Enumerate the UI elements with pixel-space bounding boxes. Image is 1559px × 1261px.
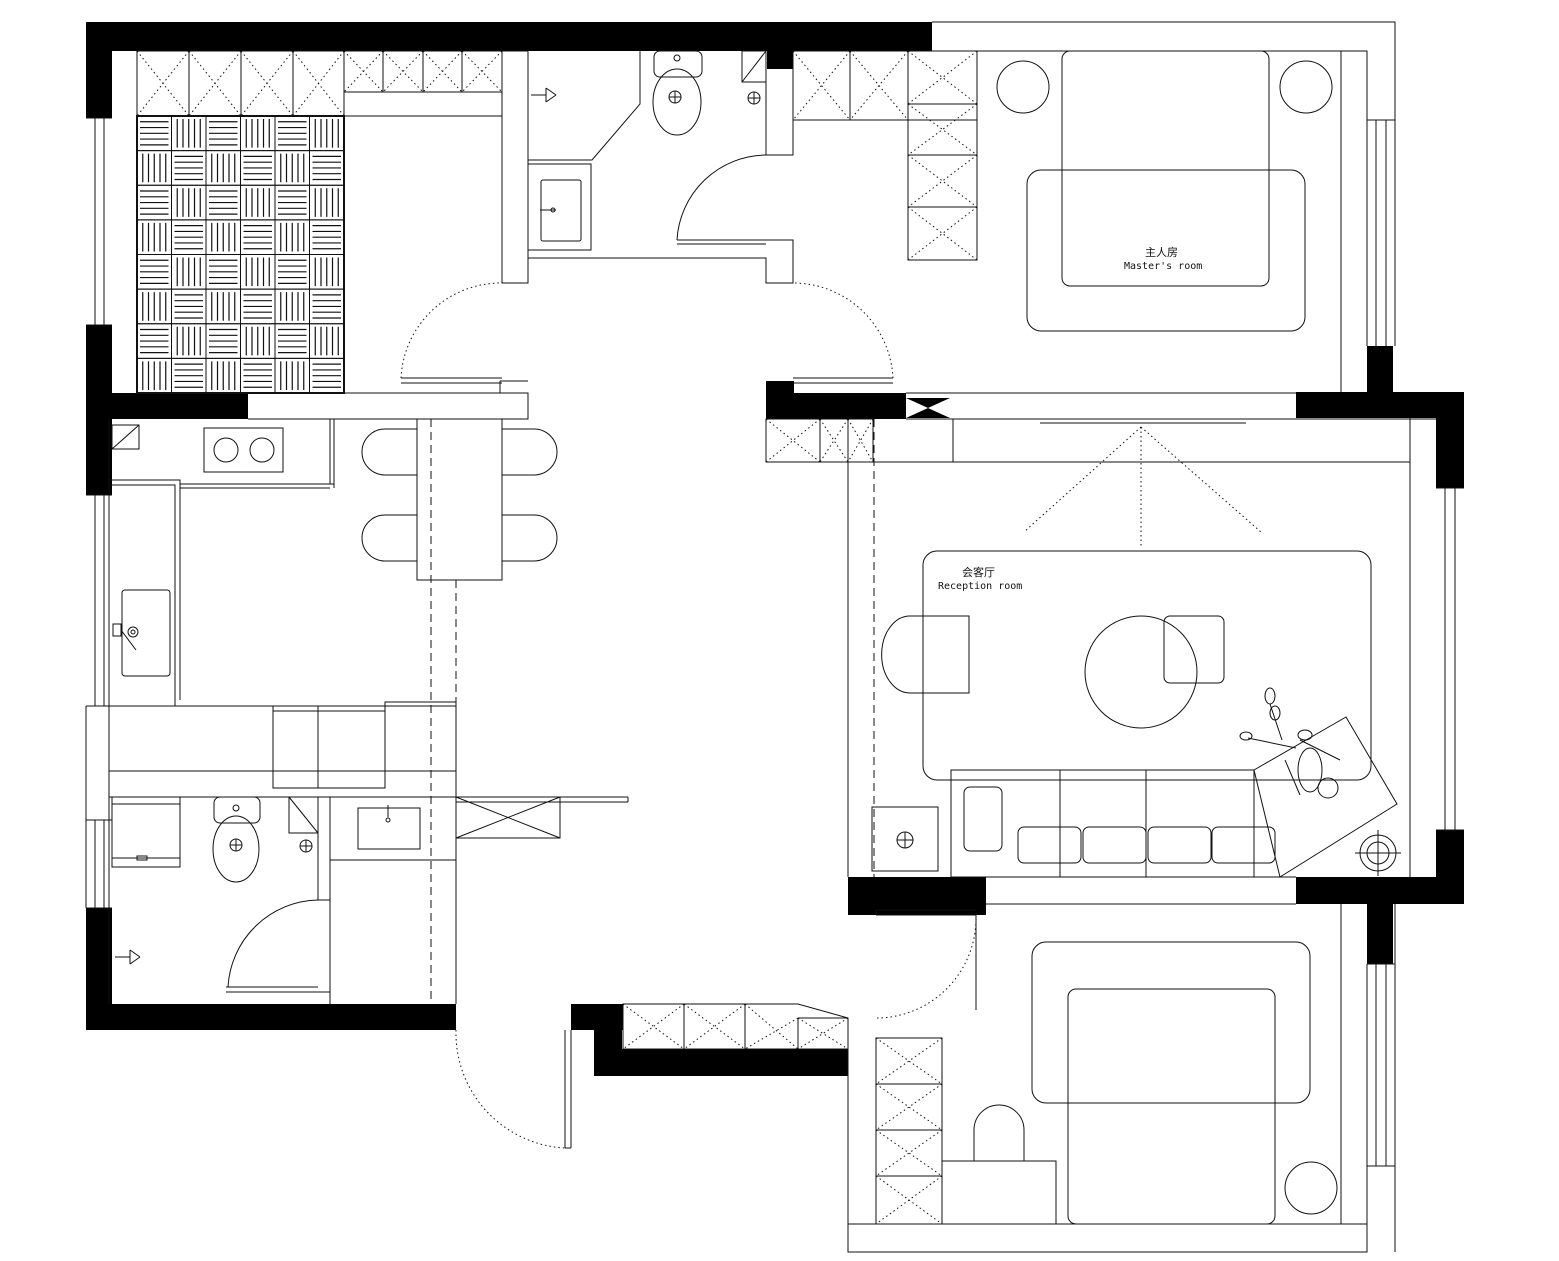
- sink-icon: [357, 807, 421, 850]
- dashed-lines: [430, 419, 875, 1004]
- round-table-icon: [1084, 615, 1198, 729]
- dining-table: [361, 418, 558, 581]
- reception-room-label-en: Reception room: [938, 581, 1022, 592]
- reception-furniture: [871, 426, 1401, 878]
- wardrobe: [136, 50, 978, 1225]
- person-figure-icon: [1239, 687, 1341, 799]
- toilet-icon: [653, 50, 703, 78]
- sink-icon: [121, 589, 171, 677]
- reception-room-label-cn: 会客厅: [962, 565, 995, 579]
- master-room-label-cn: 主人房: [1145, 246, 1178, 259]
- second-bed: [941, 941, 1338, 1225]
- room-labels: 主人房 Master's room 会客厅 Reception room: [938, 246, 1202, 592]
- door-swing: [227, 154, 893, 988]
- master-bed: [996, 50, 1333, 332]
- bathroom-bottom: [111, 796, 421, 965]
- toilet-icon: [213, 796, 261, 824]
- door-swing-dotted: [400, 282, 977, 1149]
- kitchen: [109, 419, 457, 789]
- cooktop-icon: [203, 427, 284, 473]
- armchair-icon: [881, 615, 970, 694]
- master-room-label-en: Master's room: [1124, 261, 1202, 272]
- bathroom-top: [527, 50, 767, 251]
- tatami-cell: [309, 357, 345, 394]
- tatami-grid: [136, 115, 345, 394]
- walls: [86, 22, 1464, 1076]
